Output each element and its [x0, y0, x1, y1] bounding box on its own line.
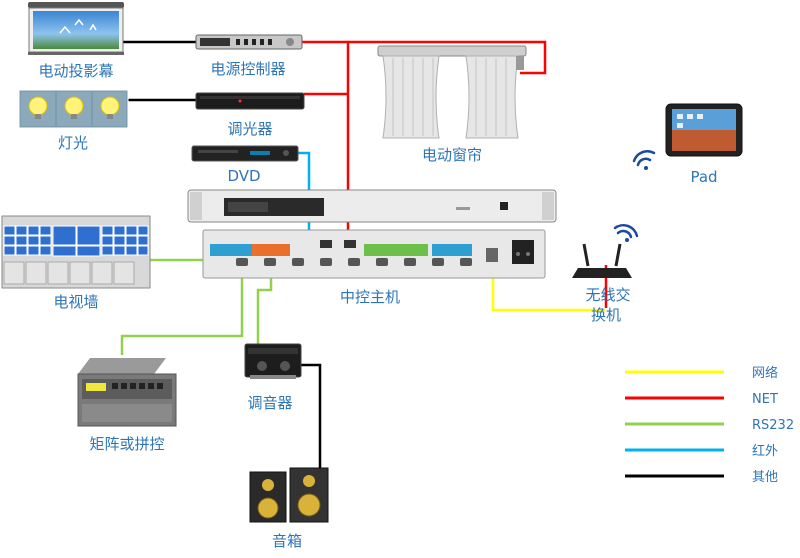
legend-label-0: 网络	[752, 365, 778, 381]
amplifier-icon	[244, 343, 302, 379]
wireless-switch-label-2: 换机	[591, 306, 621, 324]
dvd-label: DVD	[227, 167, 260, 185]
dimmer-icon	[195, 92, 305, 110]
legend-label-3: 红外	[752, 443, 778, 459]
wireless-switch-label-1: 无线交	[585, 286, 630, 304]
pad-label: Pad	[690, 168, 717, 186]
router-wifi-icon	[613, 223, 639, 242]
link-matrix-host	[120, 262, 244, 355]
legend-label-2: RS232	[752, 418, 794, 433]
pad-wifi-icon	[632, 150, 656, 170]
curtain-icon	[377, 45, 527, 139]
projector-screen-icon	[28, 2, 124, 55]
speakers-label: 音箱	[272, 532, 302, 550]
power-controller-label: 电源控制器	[210, 60, 285, 78]
central-host-label: 中控主机	[340, 288, 400, 306]
amplifier-label: 调音器	[247, 394, 292, 412]
power-controller-icon	[195, 34, 303, 50]
link-curtain-host	[348, 40, 547, 75]
legend-label-4: 其他	[752, 470, 778, 485]
dvd-player-icon	[191, 145, 299, 162]
projector-screen-label: 电动投影幕	[38, 62, 113, 80]
speakers-icon	[249, 467, 329, 523]
link-amp-speakers	[300, 363, 322, 482]
pad-tablet-icon	[665, 103, 743, 157]
legend-label-1: NET	[752, 392, 778, 407]
dimmer-label: 调光器	[227, 120, 272, 138]
video-wall-label: 电视墙	[53, 293, 98, 311]
light-bulbs-icon	[18, 89, 129, 129]
matrix-label: 矩阵或拼控	[89, 435, 164, 453]
central-host-icon	[187, 189, 557, 279]
matrix-switcher-icon	[77, 358, 177, 427]
video-wall-icon	[1, 215, 151, 289]
curtain-label: 电动窗帘	[422, 146, 482, 164]
lights-label: 灯光	[58, 134, 88, 152]
wireless-router-icon	[572, 243, 632, 278]
